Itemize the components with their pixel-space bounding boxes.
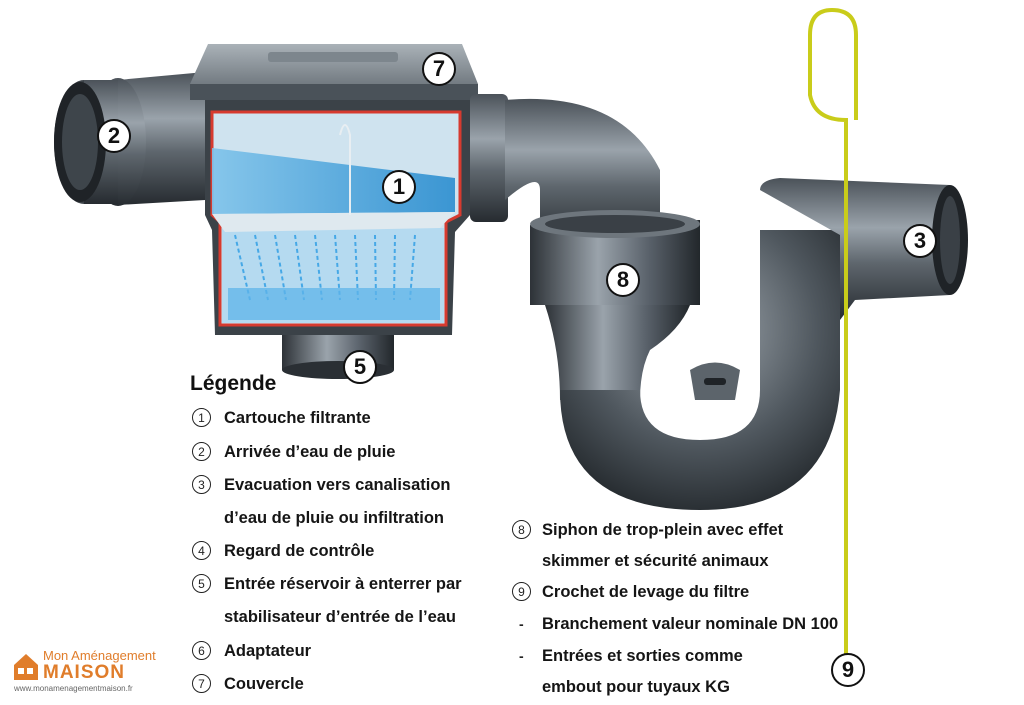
callout-7: 7 <box>422 52 456 86</box>
water-basin <box>228 288 440 320</box>
bullet-marker: - <box>519 648 524 664</box>
legend-item-continued: stabilisateur d’entrée de l’eau <box>224 608 456 626</box>
logo-small-text: Mon Aménagement <box>43 648 156 663</box>
legend-number: 1 <box>192 408 211 427</box>
legend-number: 2 <box>192 442 211 461</box>
inlet-pipe <box>54 72 205 206</box>
lid <box>190 44 478 100</box>
legend-item: Evacuation vers canalisation <box>224 476 451 494</box>
callout-1: 1 <box>382 170 416 204</box>
bullet-item: Branchement valeur nominale DN 100 <box>542 615 839 633</box>
bottom-outlet <box>282 335 394 379</box>
logo-main-text: MAISON <box>43 662 125 683</box>
legend-item: Entrée réservoir à enterrer par <box>224 575 462 593</box>
callout-9: 9 <box>831 653 865 687</box>
lifting-hook <box>808 7 858 680</box>
legend-item: Siphon de trop-plein avec effet <box>542 521 784 539</box>
legend-number: 7 <box>192 674 211 693</box>
outlet-pipe <box>760 178 968 320</box>
legend-item: Couvercle <box>224 675 304 693</box>
logo-url: www.monamenagementmaison.fr <box>14 684 133 693</box>
legend-item-continued: skimmer et sécurité animaux <box>542 552 769 570</box>
house-logo-icon <box>14 654 38 680</box>
legend-number: 5 <box>192 574 211 593</box>
bullet-marker: - <box>519 616 524 632</box>
callout-2: 2 <box>97 119 131 153</box>
bullet-item-continued: embout pour tuyaux KG <box>542 678 730 696</box>
legend-item: Adaptateur <box>224 642 312 660</box>
legend-item-continued: d’eau de pluie ou infiltration <box>224 509 445 527</box>
legend-number: 3 <box>192 475 211 494</box>
legend-item: Regard de contrôle <box>224 542 375 560</box>
bullet-item: Entrées et sorties comme <box>542 647 743 665</box>
legend-title: Légende <box>190 372 277 395</box>
callout-5: 5 <box>343 350 377 384</box>
legend-number: 8 <box>512 520 531 539</box>
legend-number: 6 <box>192 641 211 660</box>
legend-item: Crochet de levage du filtre <box>542 583 750 601</box>
legend-item: Arrivée d’eau de pluie <box>224 443 396 461</box>
siphon <box>545 230 840 510</box>
elbow-pipe <box>470 94 700 305</box>
legend-number: 4 <box>192 541 211 560</box>
legend-number: 9 <box>512 582 531 601</box>
callout-8: 8 <box>606 263 640 297</box>
legend-item: Cartouche filtrante <box>224 409 371 427</box>
callout-3: 3 <box>903 224 937 258</box>
water-jets <box>234 234 416 301</box>
